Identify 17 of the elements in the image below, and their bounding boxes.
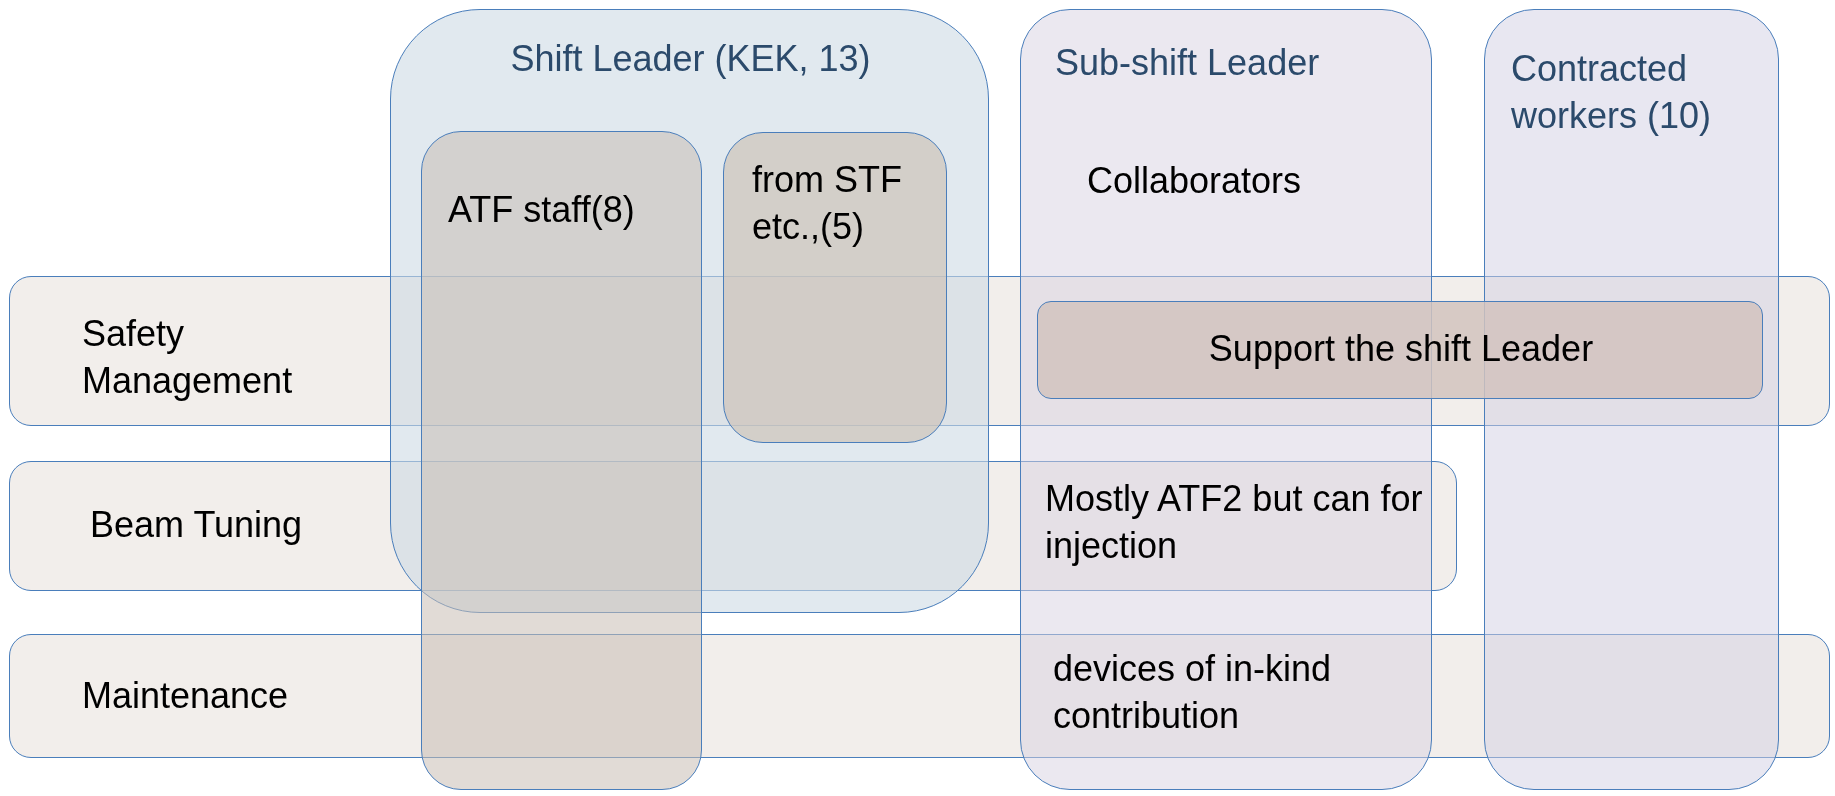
- row-heading: Maintenance: [82, 674, 290, 718]
- task-text: Support the shift Leader: [1207, 327, 1595, 371]
- row-heading: Safety Management: [82, 312, 294, 403]
- group-heading: Shift Leader (KEK, 13): [509, 37, 872, 81]
- row-heading: Beam Tuning: [90, 503, 304, 547]
- row-band: [9, 634, 1830, 758]
- column-panel: [421, 131, 702, 790]
- note-text: devices of in-kind contribution: [1053, 647, 1333, 738]
- column-heading: Contracted workers (10): [1511, 47, 1713, 138]
- note-text: Mostly ATF2 but can for injection: [1045, 477, 1424, 568]
- column-heading: ATF staff(8): [448, 188, 636, 232]
- column-text: Collaborators: [1087, 159, 1303, 203]
- column-heading: from STF etc.,(5): [752, 158, 903, 249]
- row-band: [9, 461, 1457, 591]
- column-heading: Sub-shift Leader: [1055, 41, 1321, 85]
- task-box: [1037, 301, 1763, 399]
- column-panel: [723, 132, 947, 443]
